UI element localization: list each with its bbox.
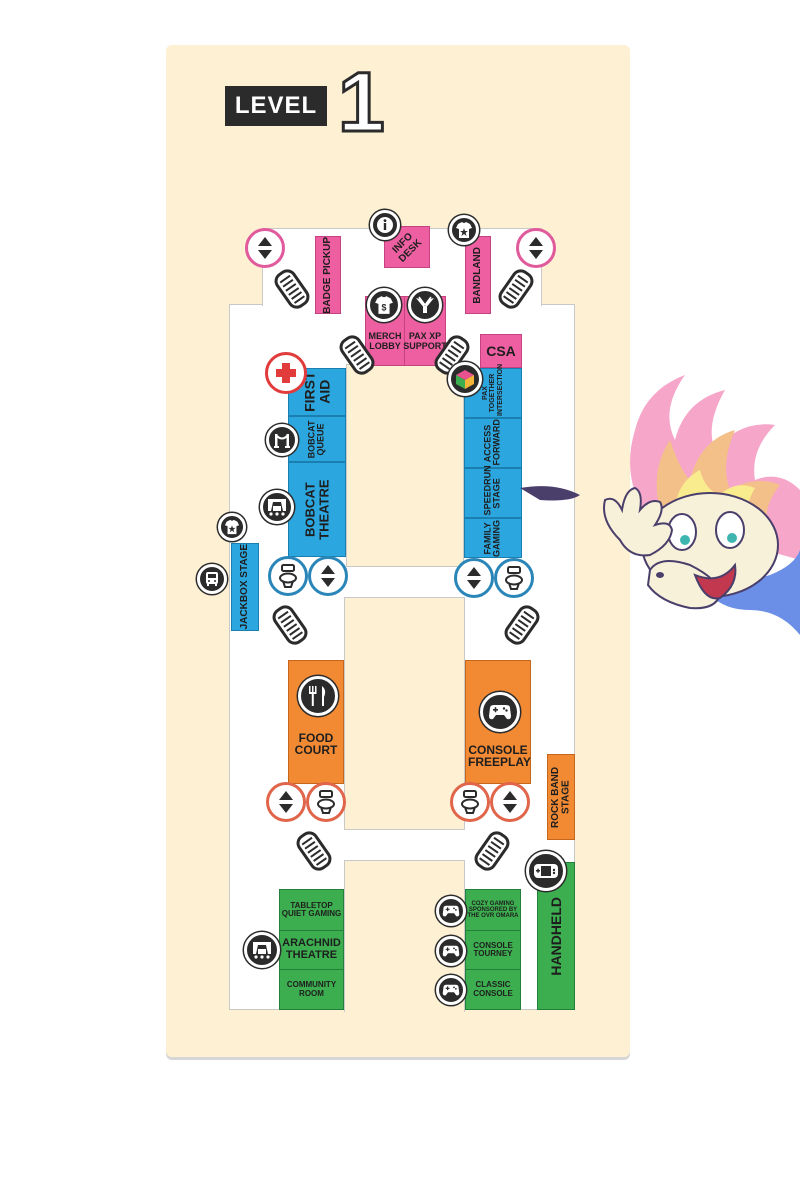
room-classic-console[interactable]: CLASSIC CONSOLE — [465, 969, 521, 1010]
escalator-icon — [272, 266, 312, 312]
room-access-forward[interactable]: ACCESS FORWARD — [464, 418, 522, 468]
gamepad-icon — [436, 936, 466, 966]
escalator-icon — [496, 266, 536, 312]
queue-stanchion-icon — [266, 424, 298, 456]
theatre-stage-icon — [260, 490, 294, 524]
restroom-icon — [494, 558, 534, 598]
first-aid-cross-icon — [265, 352, 307, 394]
elevator-icon — [308, 556, 348, 596]
handheld-console-icon — [526, 851, 566, 891]
room-csa[interactable]: CSA — [480, 334, 522, 368]
elevator-icon — [516, 228, 556, 268]
room-bandland[interactable]: BANDLAND — [465, 236, 491, 314]
level-number: 1 — [337, 55, 387, 149]
info-icon — [370, 210, 400, 240]
bus-icon — [197, 564, 227, 594]
room-speedrun-stage[interactable]: SPEEDRUN STAGE — [464, 465, 522, 518]
gamepad-icon — [436, 975, 466, 1005]
escalator-icon — [337, 332, 377, 378]
room-bobcat-theatre[interactable]: BOBCAT THEATRE — [288, 462, 346, 557]
restroom-icon — [450, 782, 490, 822]
gamepad-icon — [480, 692, 520, 732]
theatre-stage-icon — [244, 932, 280, 968]
svg-text:$: $ — [382, 303, 387, 313]
elevator-icon — [454, 558, 494, 598]
room-console-tourney[interactable]: CONSOLE TOURNEY — [465, 930, 521, 970]
mascot-illustration — [520, 375, 800, 635]
star-shirt-icon — [449, 215, 479, 245]
merch-shirt-icon: $ — [367, 288, 401, 322]
room-community-room[interactable]: COMMUNITY ROOM — [279, 969, 344, 1010]
elevator-icon — [490, 782, 530, 822]
pax-together-cube-icon — [448, 362, 482, 396]
pax-xp-wings-icon — [408, 288, 442, 322]
star-shirt-icon — [218, 513, 246, 541]
escalator-icon — [270, 602, 310, 648]
room-tabletop-quiet[interactable]: TABLETOP QUIET GAMING — [279, 889, 344, 931]
restroom-icon — [306, 782, 346, 822]
room-rock-band-stage[interactable]: ROCK BAND STAGE — [547, 754, 575, 840]
room-badge-pickup[interactable]: BADGE PICKUP — [315, 236, 341, 314]
fork-knife-icon — [298, 676, 338, 716]
room-arachnid-theatre[interactable]: ARACHNID THEATRE — [279, 930, 344, 970]
atrium-upper — [346, 364, 464, 567]
escalator-icon — [294, 828, 334, 874]
elevator-icon — [245, 228, 285, 268]
restroom-icon — [268, 556, 308, 596]
room-family-gaming[interactable]: FAMILY GAMING — [464, 518, 522, 558]
room-jackbox-stage[interactable]: JACKBOX STAGE — [231, 543, 259, 631]
room-cozy-gaming[interactable]: COZY GAMING SPONSORED BY THE OVR OMARA — [465, 889, 521, 931]
elevator-icon — [266, 782, 306, 822]
escalator-icon — [472, 828, 512, 874]
level-label: LEVEL — [225, 86, 327, 126]
gamepad-icon — [436, 896, 466, 926]
atrium-middle — [344, 597, 465, 830]
